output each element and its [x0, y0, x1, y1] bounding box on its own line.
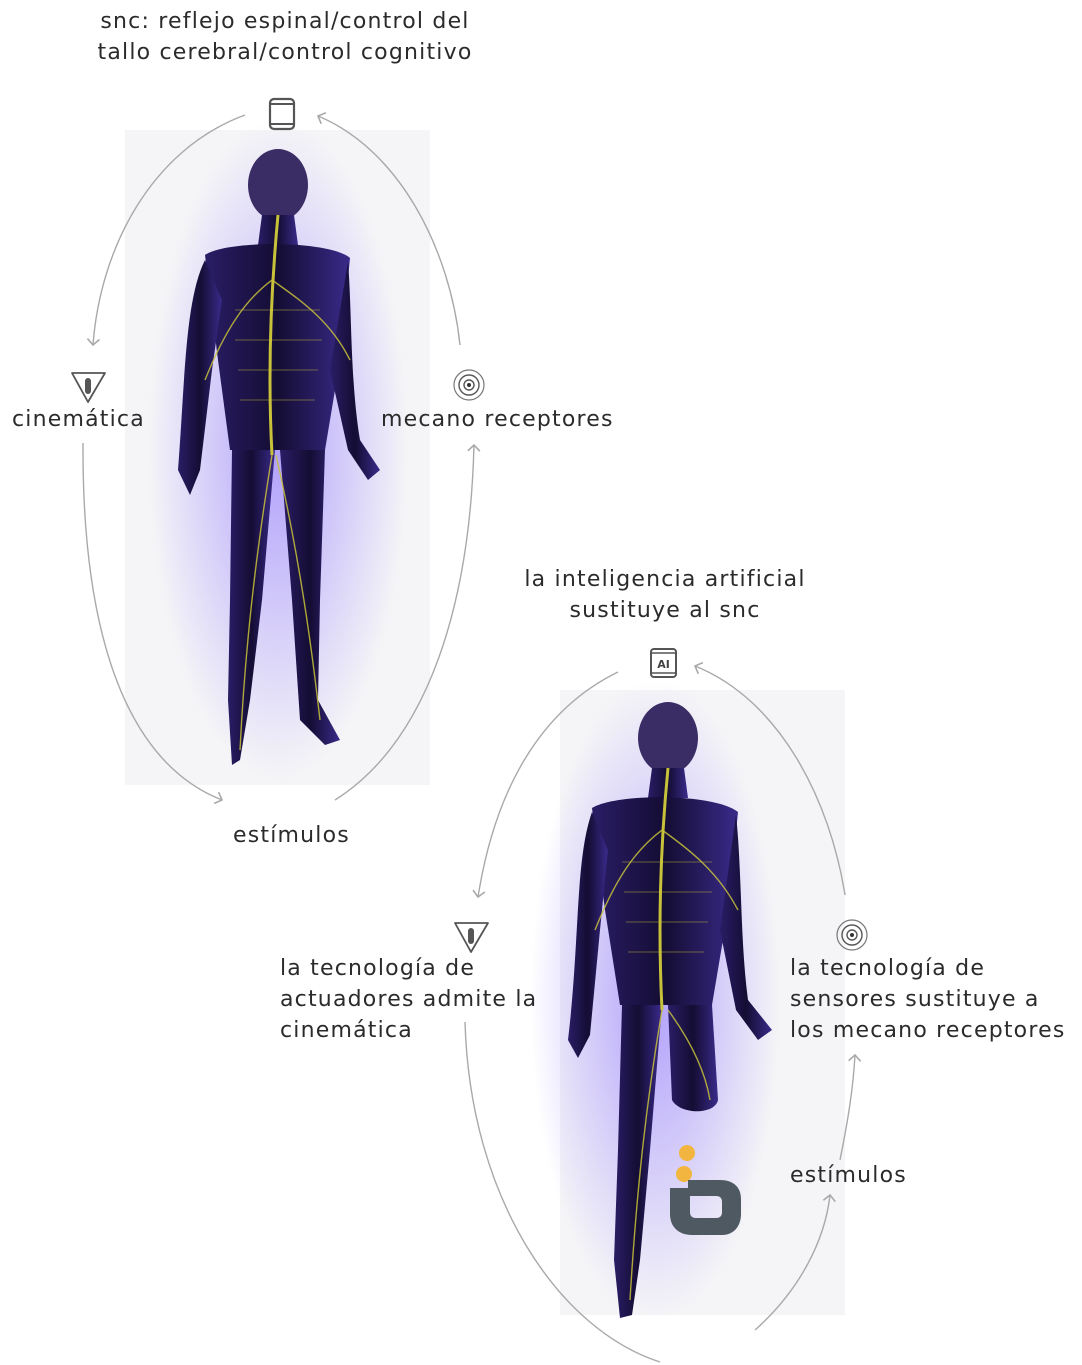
label-actuadores: la tecnología de actuadores admite la ci…	[280, 953, 537, 1046]
top-title-line-1: snc: reflejo espinal/control del	[70, 6, 500, 37]
bottom-title-line-1: la inteligencia artificial	[495, 564, 835, 595]
actuadores-line-3: cinemática	[280, 1015, 537, 1046]
ai-chip-icon: AI	[651, 649, 676, 677]
actuator-icon	[455, 923, 488, 952]
human-figure-bottom	[530, 680, 780, 1320]
sensores-line-1: la tecnología de	[790, 953, 1066, 984]
label-mecano-receptores: mecano receptores	[381, 404, 614, 435]
label-estimulos-top: estímulos	[233, 820, 350, 851]
sensor-icon	[837, 920, 867, 950]
sensores-line-3: los mecano receptores	[790, 1015, 1066, 1046]
chip-icon	[270, 99, 294, 129]
top-cycle-title: snc: reflejo espinal/control del tallo c…	[70, 6, 500, 68]
label-cinematica: cinemática	[12, 404, 145, 435]
actuadores-line-1: la tecnología de	[280, 953, 537, 984]
ai-chip-label: AI	[657, 658, 670, 671]
bottom-title-line-2: sustituye al snc	[495, 595, 835, 626]
label-sensores: la tecnología de sensores sustituye a lo…	[790, 953, 1066, 1046]
actuadores-line-2: actuadores admite la	[280, 984, 537, 1015]
bottom-cycle-title: la inteligencia artificial sustituye al …	[495, 564, 835, 626]
top-title-line-2: tallo cerebral/control cognitivo	[70, 37, 500, 68]
actuator-icon	[72, 373, 105, 402]
human-figure-top	[148, 120, 408, 780]
sensores-line-2: sensores sustituye a	[790, 984, 1066, 1015]
sensor-icon	[454, 370, 484, 400]
label-estimulos-bottom: estímulos	[790, 1160, 907, 1191]
